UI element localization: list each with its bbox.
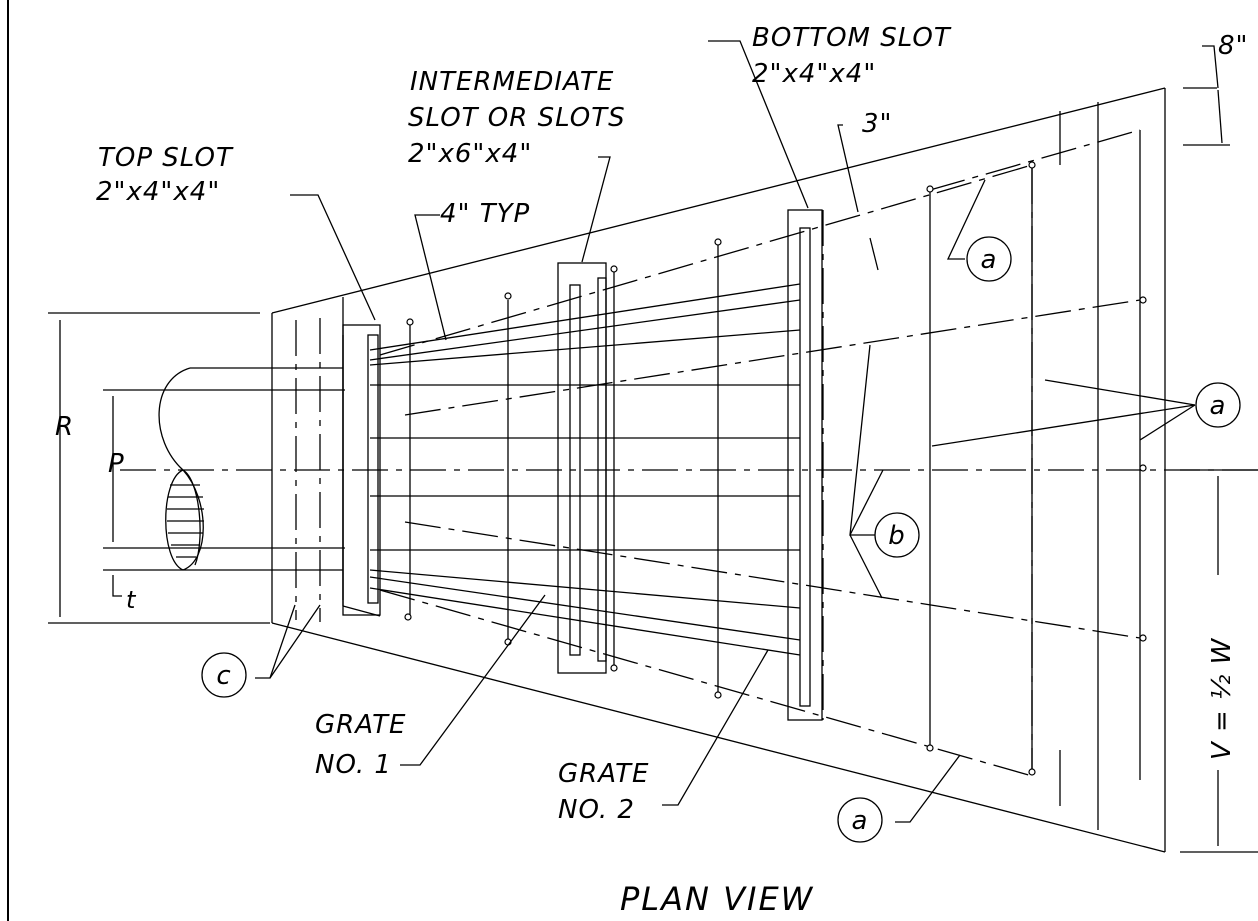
three-inch-label: 3" bbox=[862, 109, 893, 139]
bottom-slot-size: 2"x4"x4" bbox=[752, 59, 876, 89]
intermediate-slot-size: 2"x6"x4" bbox=[408, 139, 532, 169]
top-slot-label: TOP SLOT bbox=[98, 143, 234, 173]
dimension-r-label: R bbox=[55, 412, 74, 442]
svg-text:b: b bbox=[888, 521, 906, 551]
dimension-p bbox=[103, 389, 345, 549]
svg-text:a: a bbox=[981, 245, 998, 275]
dimension-p-label: P bbox=[108, 449, 125, 479]
dimension-t-label: t bbox=[126, 586, 137, 614]
grate-1-number: NO. 1 bbox=[315, 750, 392, 780]
grate-1-label: GRATE bbox=[315, 710, 406, 740]
dimension-v-label: V = ½ W bbox=[1207, 637, 1237, 760]
leader-lines bbox=[255, 40, 1230, 823]
pipe bbox=[158, 367, 343, 571]
callout-a-bottom: a bbox=[837, 797, 883, 843]
callout-c: c bbox=[201, 652, 247, 698]
callout-b: b bbox=[874, 512, 920, 558]
callout-a-top: a bbox=[966, 236, 1012, 282]
intermediate-slot bbox=[557, 262, 607, 674]
eight-inch-label: 8" bbox=[1218, 31, 1249, 61]
plan-view-title: PLAN VIEW bbox=[620, 880, 814, 918]
callout-a-right: a bbox=[1195, 382, 1241, 428]
svg-text:c: c bbox=[216, 661, 231, 691]
grate-2-label: GRATE bbox=[558, 759, 649, 789]
dimension-r bbox=[48, 312, 270, 624]
top-slot bbox=[342, 324, 381, 616]
intermediate-slot-label: INTERMEDIATE bbox=[410, 67, 614, 97]
grate-2-number: NO. 2 bbox=[558, 795, 635, 825]
dimension-v bbox=[1180, 469, 1258, 853]
dimension-t bbox=[103, 569, 190, 597]
bottom-slot-label: BOTTOM SLOT bbox=[752, 23, 952, 53]
svg-text:a: a bbox=[852, 806, 869, 836]
intermediate-slot-label-2: SLOT OR SLOTS bbox=[408, 103, 626, 133]
dashed-limits bbox=[379, 129, 1141, 777]
four-inch-typ-label: 4" TYP bbox=[440, 199, 530, 229]
top-slot-size: 2"x4"x4" bbox=[96, 177, 220, 207]
svg-text:a: a bbox=[1210, 391, 1227, 421]
bottom-slot bbox=[787, 209, 823, 721]
grate-bars bbox=[369, 283, 801, 656]
anchor-dots bbox=[404, 161, 1147, 776]
